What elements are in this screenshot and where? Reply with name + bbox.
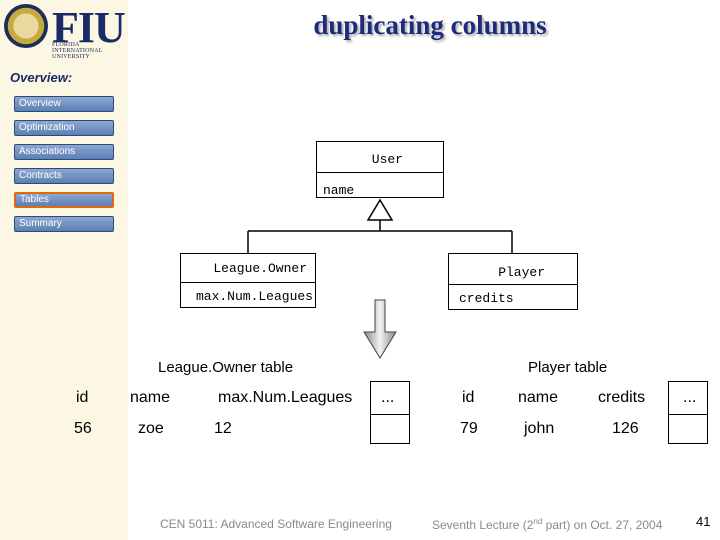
nav-button-overview[interactable]: Overview [14,96,114,112]
table-header-cell: id [462,389,475,406]
nav-button-summary[interactable]: Summary [14,216,114,232]
nav-button-contracts[interactable]: Contracts [14,168,114,184]
table-cell: zoe [138,420,164,437]
table-cell [668,414,708,444]
table-header-cell: credits [598,389,646,406]
uml-class-league-owner-name: League.Owner [180,253,316,283]
uml-class-player-name: Player [448,253,578,285]
table-header-cell: ... [668,381,708,415]
uml-class-user-attribute: name [316,172,444,198]
nav-button-optimization[interactable]: Optimization [14,120,114,136]
sidebar-panel [0,0,129,540]
nav-button-tables[interactable]: Tables [14,192,114,208]
sidebar-heading: Overview: [10,70,73,85]
table-header-cell: name [130,389,171,406]
footer-lecture-superscript: nd [533,517,543,526]
footer-lecture-suffix: part) on Oct. 27, 2004 [542,518,663,532]
table-cell: john [524,420,555,437]
generalization-connector [247,198,513,254]
table-header-cell: ... [370,381,410,415]
nav-button-associations[interactable]: Associations [14,144,114,160]
league-owner-table-caption: League.Owner table [158,359,294,376]
table-cell: 56 [74,420,92,437]
table-cell: 126 [612,420,639,437]
table-header-cell: name [518,389,559,406]
fiu-logo: FIU FLORIDA INTERNATIONAL UNIVERSITY [4,3,126,60]
page-number: 41 [696,514,711,529]
logo-subtext: FLORIDA INTERNATIONAL UNIVERSITY [52,42,103,60]
uml-class-league-owner-attribute: max.Num.Leagues [180,282,316,308]
inheritance-triangle-icon [366,198,394,221]
table-header-cell: max.Num.Leagues [218,389,353,406]
table-header-cell: id [76,389,89,406]
table-cell: 79 [460,420,478,437]
slide-header: FIU FLORIDA INTERNATIONAL UNIVERSITY dup… [0,0,720,60]
slide-title: duplicating columns [313,10,547,40]
table-cell: 12 [214,420,232,437]
table-cell [370,414,410,444]
logo-text: FIU [52,3,126,52]
mapping-arrow-icon [363,299,397,359]
uml-class-player-attribute: credits [448,284,578,310]
university-seal-icon [4,4,48,48]
player-table-caption: Player table [528,359,608,376]
footer-lecture-prefix: Seventh Lecture (2 [432,518,534,532]
footer-course: CEN 5011: Advanced Software Engineering [160,517,392,531]
footer-lecture: Seventh Lecture (2nd part) on Oct. 27, 2… [432,517,662,532]
